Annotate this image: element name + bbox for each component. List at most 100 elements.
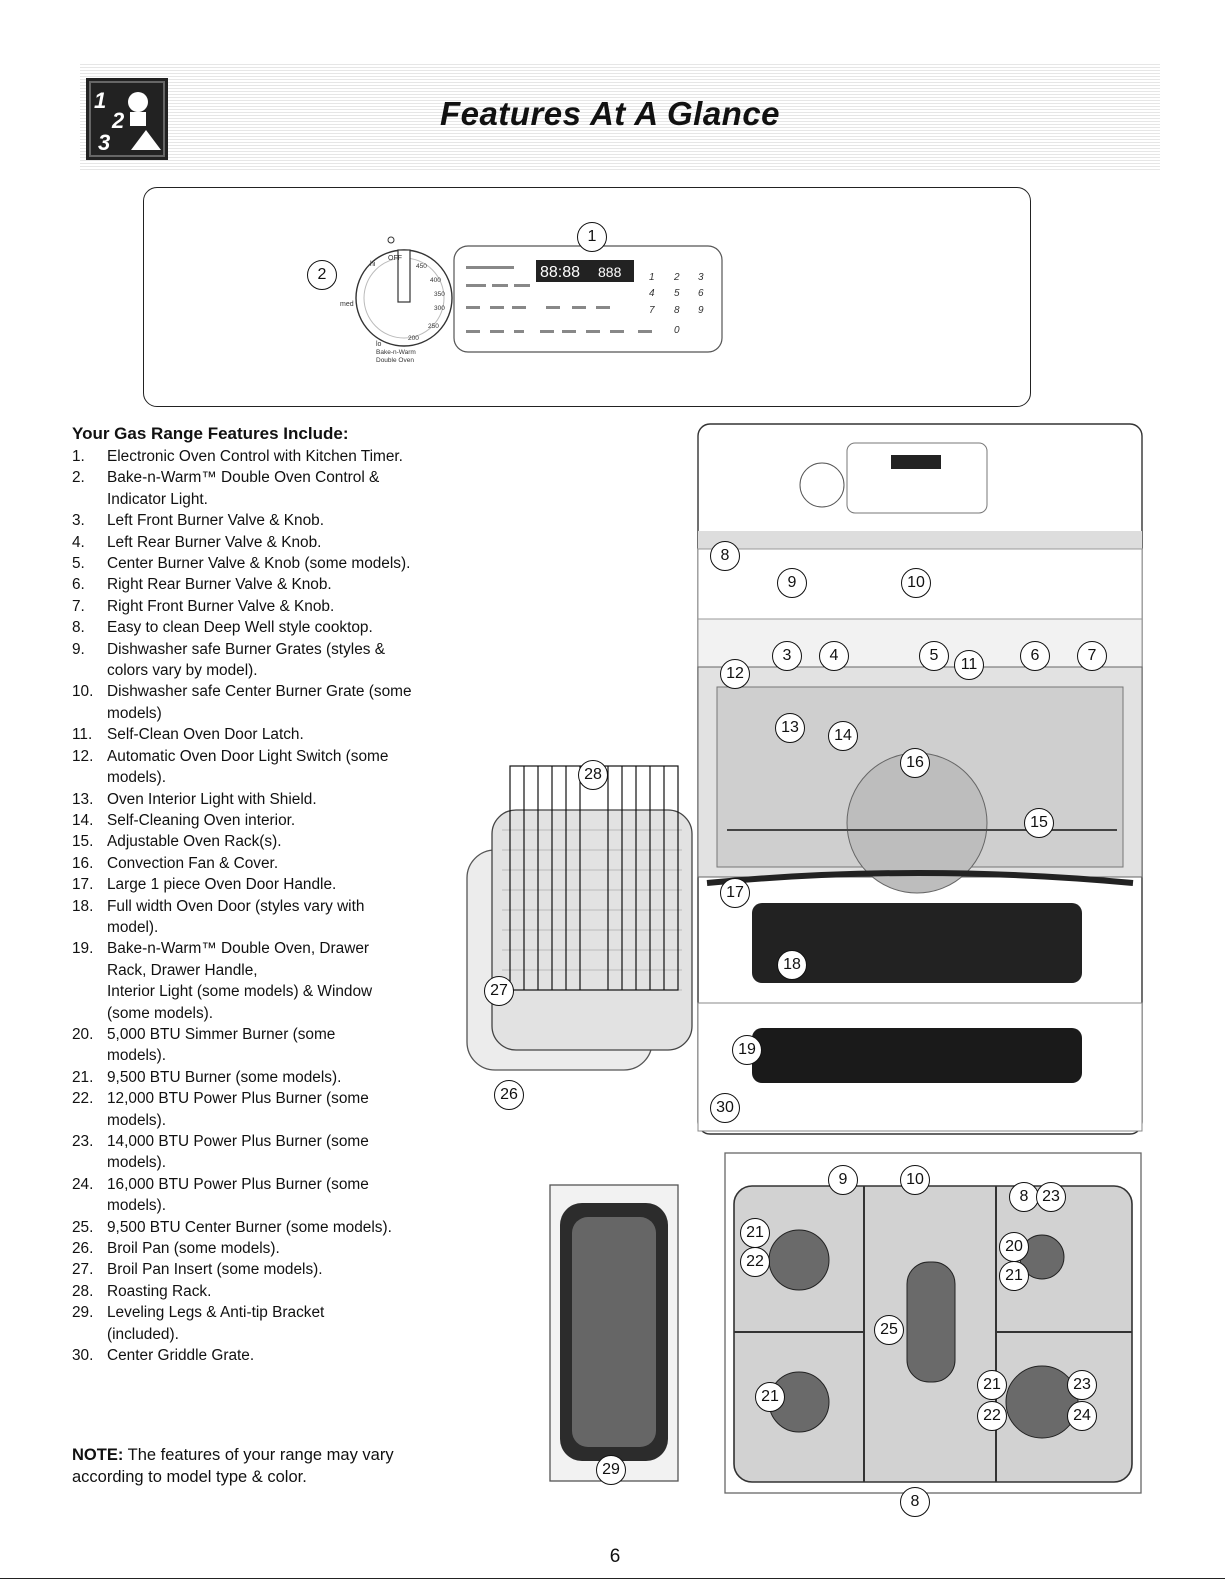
knob-temp-450: 450 xyxy=(416,263,427,270)
feature-number: 6. xyxy=(72,576,85,594)
callout-18: 18 xyxy=(777,950,807,980)
feature-item: 8. Easy to clean Deep Well style cooktop. xyxy=(72,617,492,638)
callout-8c: 8 xyxy=(900,1487,930,1517)
feature-item: 16. Convection Fan & Cover. xyxy=(72,853,492,874)
control-panel-figure: OFF hi med lo 450 400 350 300 250 200 Ba… xyxy=(143,187,1031,407)
key-5: 5 xyxy=(674,288,680,299)
key-1: 1 xyxy=(649,272,655,283)
feature-item: 10. Dishwasher safe Center Burner Grate (… xyxy=(72,681,492,724)
step-2: 2 xyxy=(111,108,125,133)
step-3: 3 xyxy=(98,130,110,155)
callout-21d: 21 xyxy=(977,1370,1007,1400)
feature-text-line: Full width Oven Door (styles vary with xyxy=(107,897,365,915)
features-heading: Your Gas Range Features Include: xyxy=(72,424,349,443)
burner-center-icon xyxy=(906,1261,956,1383)
feature-number: 15. xyxy=(72,833,94,851)
burner-left-rear-icon xyxy=(768,1229,830,1291)
feature-number: 26. xyxy=(72,1240,94,1258)
feature-number: 12. xyxy=(72,747,94,765)
feature-number: 20. xyxy=(72,1025,94,1043)
feature-number: 1. xyxy=(72,448,85,465)
knob-temp-200: 200 xyxy=(408,335,419,342)
feature-item: 28. Roasting Rack. xyxy=(72,1281,492,1302)
feature-text-line: Convection Fan & Cover. xyxy=(107,854,279,872)
warming-drawer-window-icon xyxy=(752,1028,1082,1083)
feature-text-line: (some models). xyxy=(107,1004,214,1022)
roasting-rack-icon xyxy=(509,765,679,991)
note-text: The features of your range may vary acco… xyxy=(72,1446,394,1486)
feature-text-line: Left Rear Burner Valve & Knob. xyxy=(107,533,322,551)
feature-text-line: Roasting Rack. xyxy=(107,1282,212,1300)
feature-number: 5. xyxy=(72,555,85,573)
display-temp: 888 xyxy=(598,264,622,280)
feature-text-line: Automatic Oven Door Light Switch (some xyxy=(107,747,389,765)
cooktop-figure: 9 10 8 23 21 22 20 21 25 21 21 23 22 24 … xyxy=(724,1152,1142,1520)
feature-text-line: Bake-n-Warm™ Double Oven, Drawer xyxy=(107,940,370,958)
feature-text-line: Self-Cleaning Oven interior. xyxy=(107,811,296,829)
feature-text-line: Dishwasher safe Center Burner Grate (som… xyxy=(107,683,412,701)
feature-number: 21. xyxy=(72,1068,94,1086)
feature-text-line: (included). xyxy=(107,1325,179,1343)
feature-item: 6.Right Rear Burner Valve & Knob. xyxy=(72,574,492,595)
feature-number: 29. xyxy=(72,1304,94,1322)
feature-number: 28. xyxy=(72,1282,94,1300)
callout-11: 11 xyxy=(954,650,984,680)
bottom-rule xyxy=(0,1578,1225,1579)
feature-text-line: 12,000 BTU Power Plus Burner (some xyxy=(107,1090,369,1108)
callout-7: 7 xyxy=(1077,641,1107,671)
page-title: Features At A Glance xyxy=(439,95,781,132)
callout-19: 19 xyxy=(732,1035,762,1065)
feature-text-line: Broil Pan Insert (some models). xyxy=(107,1261,323,1279)
knob-lo-label: lo xyxy=(376,341,382,348)
feature-item: 7.Right Front Burner Valve & Knob. xyxy=(72,596,492,617)
callout-21b: 21 xyxy=(999,1261,1029,1291)
feature-number: 24. xyxy=(72,1175,94,1193)
knob-hi-label: hi xyxy=(370,261,376,268)
feature-text-line: models). xyxy=(107,769,167,787)
feature-number: 8. xyxy=(72,619,85,637)
key-8: 8 xyxy=(674,305,680,316)
mini-control-icon xyxy=(846,442,988,514)
feature-number: 25. xyxy=(72,1218,94,1236)
feature-number: 3. xyxy=(72,512,85,530)
range-front-figure: 8 9 10 3 4 5 11 6 7 12 13 14 16 15 17 18… xyxy=(697,423,1143,1135)
callout-21c: 21 xyxy=(755,1382,785,1412)
feature-number: 16. xyxy=(72,854,94,872)
callout-17: 17 xyxy=(720,878,750,908)
feature-text-line: Bake-n-Warm™ Double Oven Control & xyxy=(107,469,380,487)
callout-22b: 22 xyxy=(977,1401,1007,1431)
feature-item: 25. 9,500 BTU Center Burner (some models)… xyxy=(72,1217,492,1238)
callout-23b: 23 xyxy=(1067,1370,1097,1400)
key-9: 9 xyxy=(698,305,704,316)
feature-text-line: Center Griddle Grate. xyxy=(107,1347,255,1365)
key-2: 2 xyxy=(673,272,680,283)
feature-number: 17. xyxy=(72,876,94,894)
callout-21: 21 xyxy=(740,1218,770,1248)
feature-text-line: models). xyxy=(107,1197,167,1215)
feature-text-line: Interior Light (some models) & Window xyxy=(107,983,373,1001)
feature-item: 18.Full width Oven Door (styles vary wit… xyxy=(72,896,492,939)
feature-item: 1.Electronic Oven Control with Kitchen T… xyxy=(72,446,492,467)
page-number: 6 xyxy=(609,1546,621,1567)
callout-8: 8 xyxy=(710,541,740,571)
callout-30: 30 xyxy=(710,1093,740,1123)
feature-text-line: Rack, Drawer Handle, xyxy=(107,961,258,979)
feature-text-line: 5,000 BTU Simmer Burner (some xyxy=(107,1025,336,1043)
oven-door-handle-icon xyxy=(706,870,1134,886)
feature-text-line: Indicator Light. xyxy=(107,490,208,508)
feature-number: 10. xyxy=(72,683,94,701)
feature-text-line: Easy to clean Deep Well style cooktop. xyxy=(107,619,373,637)
feature-text-line: 9,500 BTU Center Burner (some models). xyxy=(107,1218,392,1236)
feature-text-line: models). xyxy=(107,1047,167,1065)
header-band xyxy=(80,62,1160,172)
feature-item: 17.Large 1 piece Oven Door Handle. xyxy=(72,874,492,895)
callout-23: 23 xyxy=(1036,1182,1066,1212)
callout-14: 14 xyxy=(828,721,858,751)
feature-list: 1.Electronic Oven Control with Kitchen T… xyxy=(72,446,492,1366)
feature-number: 13. xyxy=(72,790,94,808)
step-1: 1 xyxy=(94,88,106,113)
display-time: 88:88 xyxy=(540,264,580,281)
feature-text-line: Self-Clean Oven Door Latch. xyxy=(107,726,304,744)
